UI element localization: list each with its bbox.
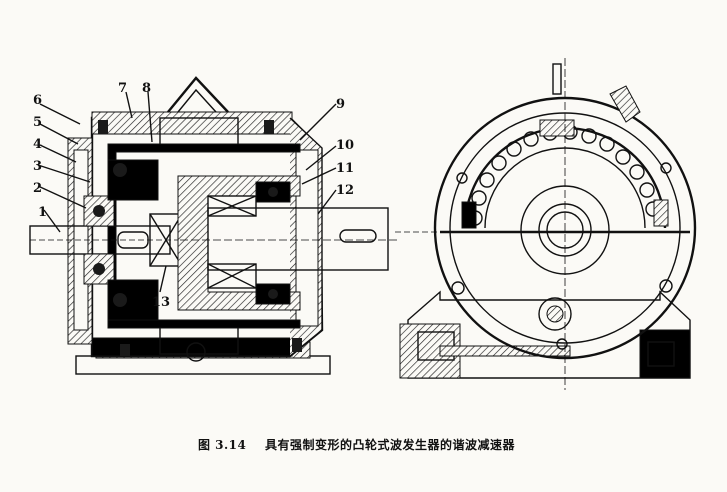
figure-title: 具有强制变形的凸轮式波发生器的谐波减速器	[265, 438, 516, 452]
figure-caption: 图 3.14 具有强制变形的凸轮式波发生器的谐波减速器	[0, 436, 727, 453]
label-8: 8	[142, 81, 151, 96]
label-9: 9	[336, 97, 345, 112]
gear-teeth-top	[539, 119, 575, 137]
sectional-view	[29, 76, 400, 375]
label-6: 6	[33, 93, 42, 108]
output-hub-end	[520, 185, 610, 275]
figure-number: 图 3.14	[197, 438, 247, 452]
label-1: 1	[38, 205, 47, 220]
label-5: 5	[33, 115, 42, 130]
breather	[552, 63, 562, 95]
oil-plug	[609, 85, 641, 123]
roller-balls	[467, 124, 661, 226]
end-view	[395, 58, 697, 390]
label-3: 3	[33, 159, 42, 174]
label-4: 4	[33, 137, 42, 152]
label-7: 7	[118, 81, 127, 96]
output-shaft	[207, 207, 389, 271]
input-shaft-end	[538, 297, 572, 331]
label-10: 10	[336, 138, 354, 153]
base-bolt	[439, 345, 571, 357]
housing-top-wall	[91, 111, 293, 135]
label-2: 2	[33, 181, 42, 196]
label-11: 11	[336, 161, 354, 176]
part-labels: 6 5 4 3 2 1 7 8 9 10 11 12 13	[33, 81, 354, 310]
label-12: 12	[336, 183, 354, 198]
lifting-eye	[167, 76, 229, 113]
label-13: 13	[152, 295, 170, 310]
